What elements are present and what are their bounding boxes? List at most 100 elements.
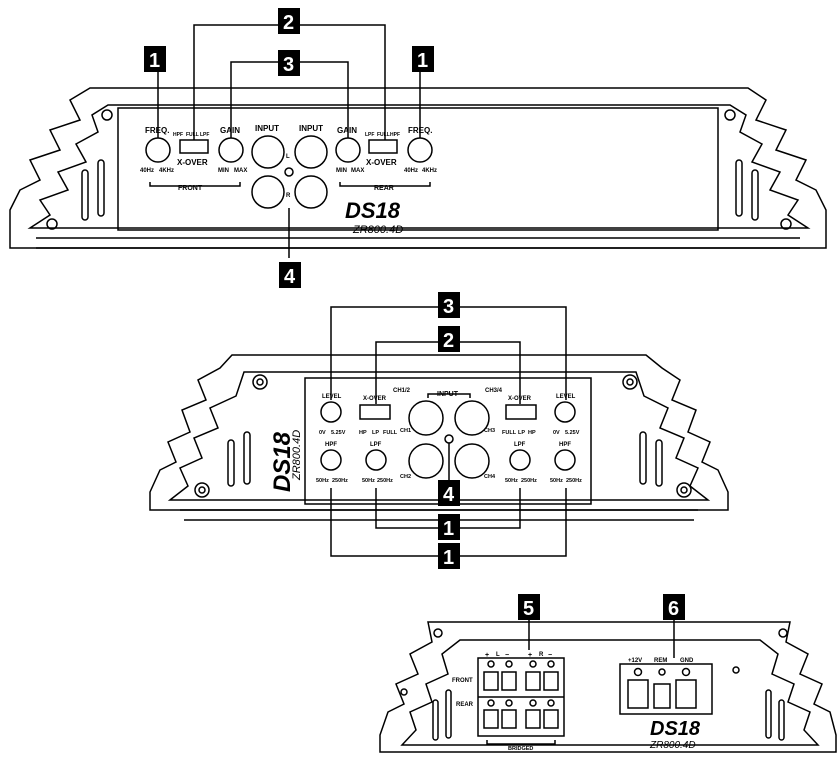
bottom-callouts: 5 6	[518, 594, 685, 620]
bot-chassis-outline	[379, 621, 837, 753]
top-rca-l1	[251, 135, 285, 169]
top-panel	[9, 24, 827, 258]
mid-525v-ch12: 5.25V	[331, 430, 346, 436]
top-badge-2	[278, 8, 300, 34]
mid-hpf-knob	[320, 449, 342, 471]
top-vent-l1	[81, 169, 89, 221]
speaker-screw-4	[547, 660, 555, 668]
top-badge-3-num: 3	[283, 54, 294, 76]
mid-vent-l1	[227, 439, 235, 487]
power-screw-12v	[633, 667, 643, 677]
top-rca-l2	[294, 135, 328, 169]
bot-front-label: FRONT	[452, 678, 473, 684]
top-rear-bracket	[339, 182, 431, 187]
top-r-label: R	[286, 193, 291, 199]
bot-bridged-label: BRIDGED	[508, 746, 533, 752]
power-terminal-12v	[627, 679, 649, 709]
mid-screw-br-inner	[680, 486, 688, 494]
bot-screw-l	[400, 688, 408, 696]
middle-panel-labels: DS18 ZR800.4D LEVEL 0V 5.25V X-OVER CH1/…	[269, 388, 582, 492]
speaker-screw-5	[487, 699, 495, 707]
speaker-screw-3	[529, 660, 537, 668]
mid-model: ZR800.4D	[291, 430, 303, 481]
mid-rca-ch2	[408, 443, 444, 479]
top-4khz-front: 4KHz	[159, 168, 174, 174]
bot-gnd-label: GND	[680, 658, 694, 664]
bot-rem-label: REM	[654, 658, 667, 664]
top-min-front: MIN	[218, 168, 229, 174]
bot-vent-l1	[432, 699, 439, 741]
top-max-rear: MAX	[351, 168, 364, 174]
power-terminal-rem	[653, 683, 671, 709]
mid-screw-bl	[194, 482, 210, 498]
mid-hp-ch12: HP	[359, 430, 367, 436]
mid-hpf-label: HPF	[325, 442, 337, 448]
bot-vent-r2	[778, 699, 785, 741]
mid-ch34-label: CH3/4	[485, 388, 503, 394]
top-gain-rear-label: GAIN	[337, 126, 357, 135]
top-40hz-front: 40Hz	[140, 168, 154, 174]
bot-plus-r: +	[528, 652, 532, 659]
mid-rca-ch4	[454, 443, 490, 479]
bottom-panel-labels: + L − + R − FRONT REAR BRIDGED +12V REM …	[452, 652, 701, 752]
power-screw-rem	[658, 668, 666, 676]
bot-screw-tl	[433, 628, 443, 638]
top-screw-tl	[101, 109, 113, 121]
bot-badge-5-num: 5	[523, 598, 534, 620]
mid-ch2-label: CH2	[400, 474, 411, 480]
bot-minus-r: −	[548, 652, 552, 659]
power-terminal-gnd	[675, 679, 697, 709]
top-front-bracket	[149, 182, 241, 187]
top-full-front-label: FULL	[186, 132, 199, 138]
bot-minus-l: −	[505, 652, 509, 659]
mid-lpf-250hz: 250Hz	[377, 478, 393, 484]
top-rca-r2	[294, 175, 328, 209]
speaker-screw-7	[529, 699, 537, 707]
bot-r-label: R	[539, 652, 544, 658]
bot-12v-label: +12V	[628, 658, 642, 664]
mid-525v-ch34: 5.25V	[565, 430, 580, 436]
mid-badge-1b-num: 1	[443, 547, 454, 569]
top-screw-tr	[724, 109, 736, 121]
bot-screw-tr	[778, 628, 788, 638]
speaker-screw-8	[547, 699, 555, 707]
power-terminal-block	[619, 663, 713, 715]
mid-badge-1a-num: 1	[443, 518, 454, 540]
mid-badge-2-num: 2	[443, 330, 454, 352]
mid-input-bracket	[427, 393, 471, 398]
top-gain-knob-front	[218, 137, 244, 163]
mid-lp-ch12: LP	[372, 430, 379, 436]
bot-badge-6-num: 6	[668, 598, 679, 620]
mid-logo: DS18	[269, 431, 296, 492]
mid-rca-ch1	[408, 400, 444, 436]
top-freq-rear-label: FREQ.	[408, 126, 432, 135]
mid-hpf-knob-ch34	[554, 449, 576, 471]
top-xover-switch-front	[179, 139, 209, 154]
mid-xover-ch12-label: X-OVER	[363, 396, 387, 402]
bot-badge-6	[663, 594, 685, 620]
mid-hp-ch34: HP	[528, 430, 536, 436]
top-control-plate	[117, 107, 719, 231]
top-badge-4-num: 4	[284, 266, 296, 288]
top-leader-2	[193, 24, 386, 140]
top-4khz-rear: 4KHz	[422, 168, 437, 174]
bot-rear-label: REAR	[456, 702, 474, 708]
mid-hpf-ch34-label: HPF	[559, 442, 571, 448]
bot-model: ZR800.4D	[649, 740, 696, 751]
speaker-terminal-f4	[543, 671, 559, 691]
middle-callouts: 3 2 4 1 1	[438, 292, 460, 569]
mid-vent-r1	[639, 431, 647, 485]
top-badge-1b-num: 1	[417, 50, 428, 72]
mid-0v-ch12: 0V	[319, 430, 326, 436]
mid-hpf-ch34-50hz: 50Hz	[550, 478, 563, 484]
top-input-label-1: INPUT	[255, 124, 279, 133]
top-freq-front-label: FREQ.	[145, 126, 169, 135]
mid-level-knob-ch12	[320, 401, 342, 423]
mid-chassis-inner	[167, 371, 711, 501]
top-vent-r1	[735, 159, 743, 217]
mid-screw-tr-inner	[626, 378, 634, 386]
bot-screw-r	[732, 666, 740, 674]
mid-hpf-ch34-250hz: 250Hz	[566, 478, 582, 484]
top-callouts: 2 1 3 1 4	[144, 8, 434, 288]
mid-full-ch34: FULL	[502, 430, 517, 436]
